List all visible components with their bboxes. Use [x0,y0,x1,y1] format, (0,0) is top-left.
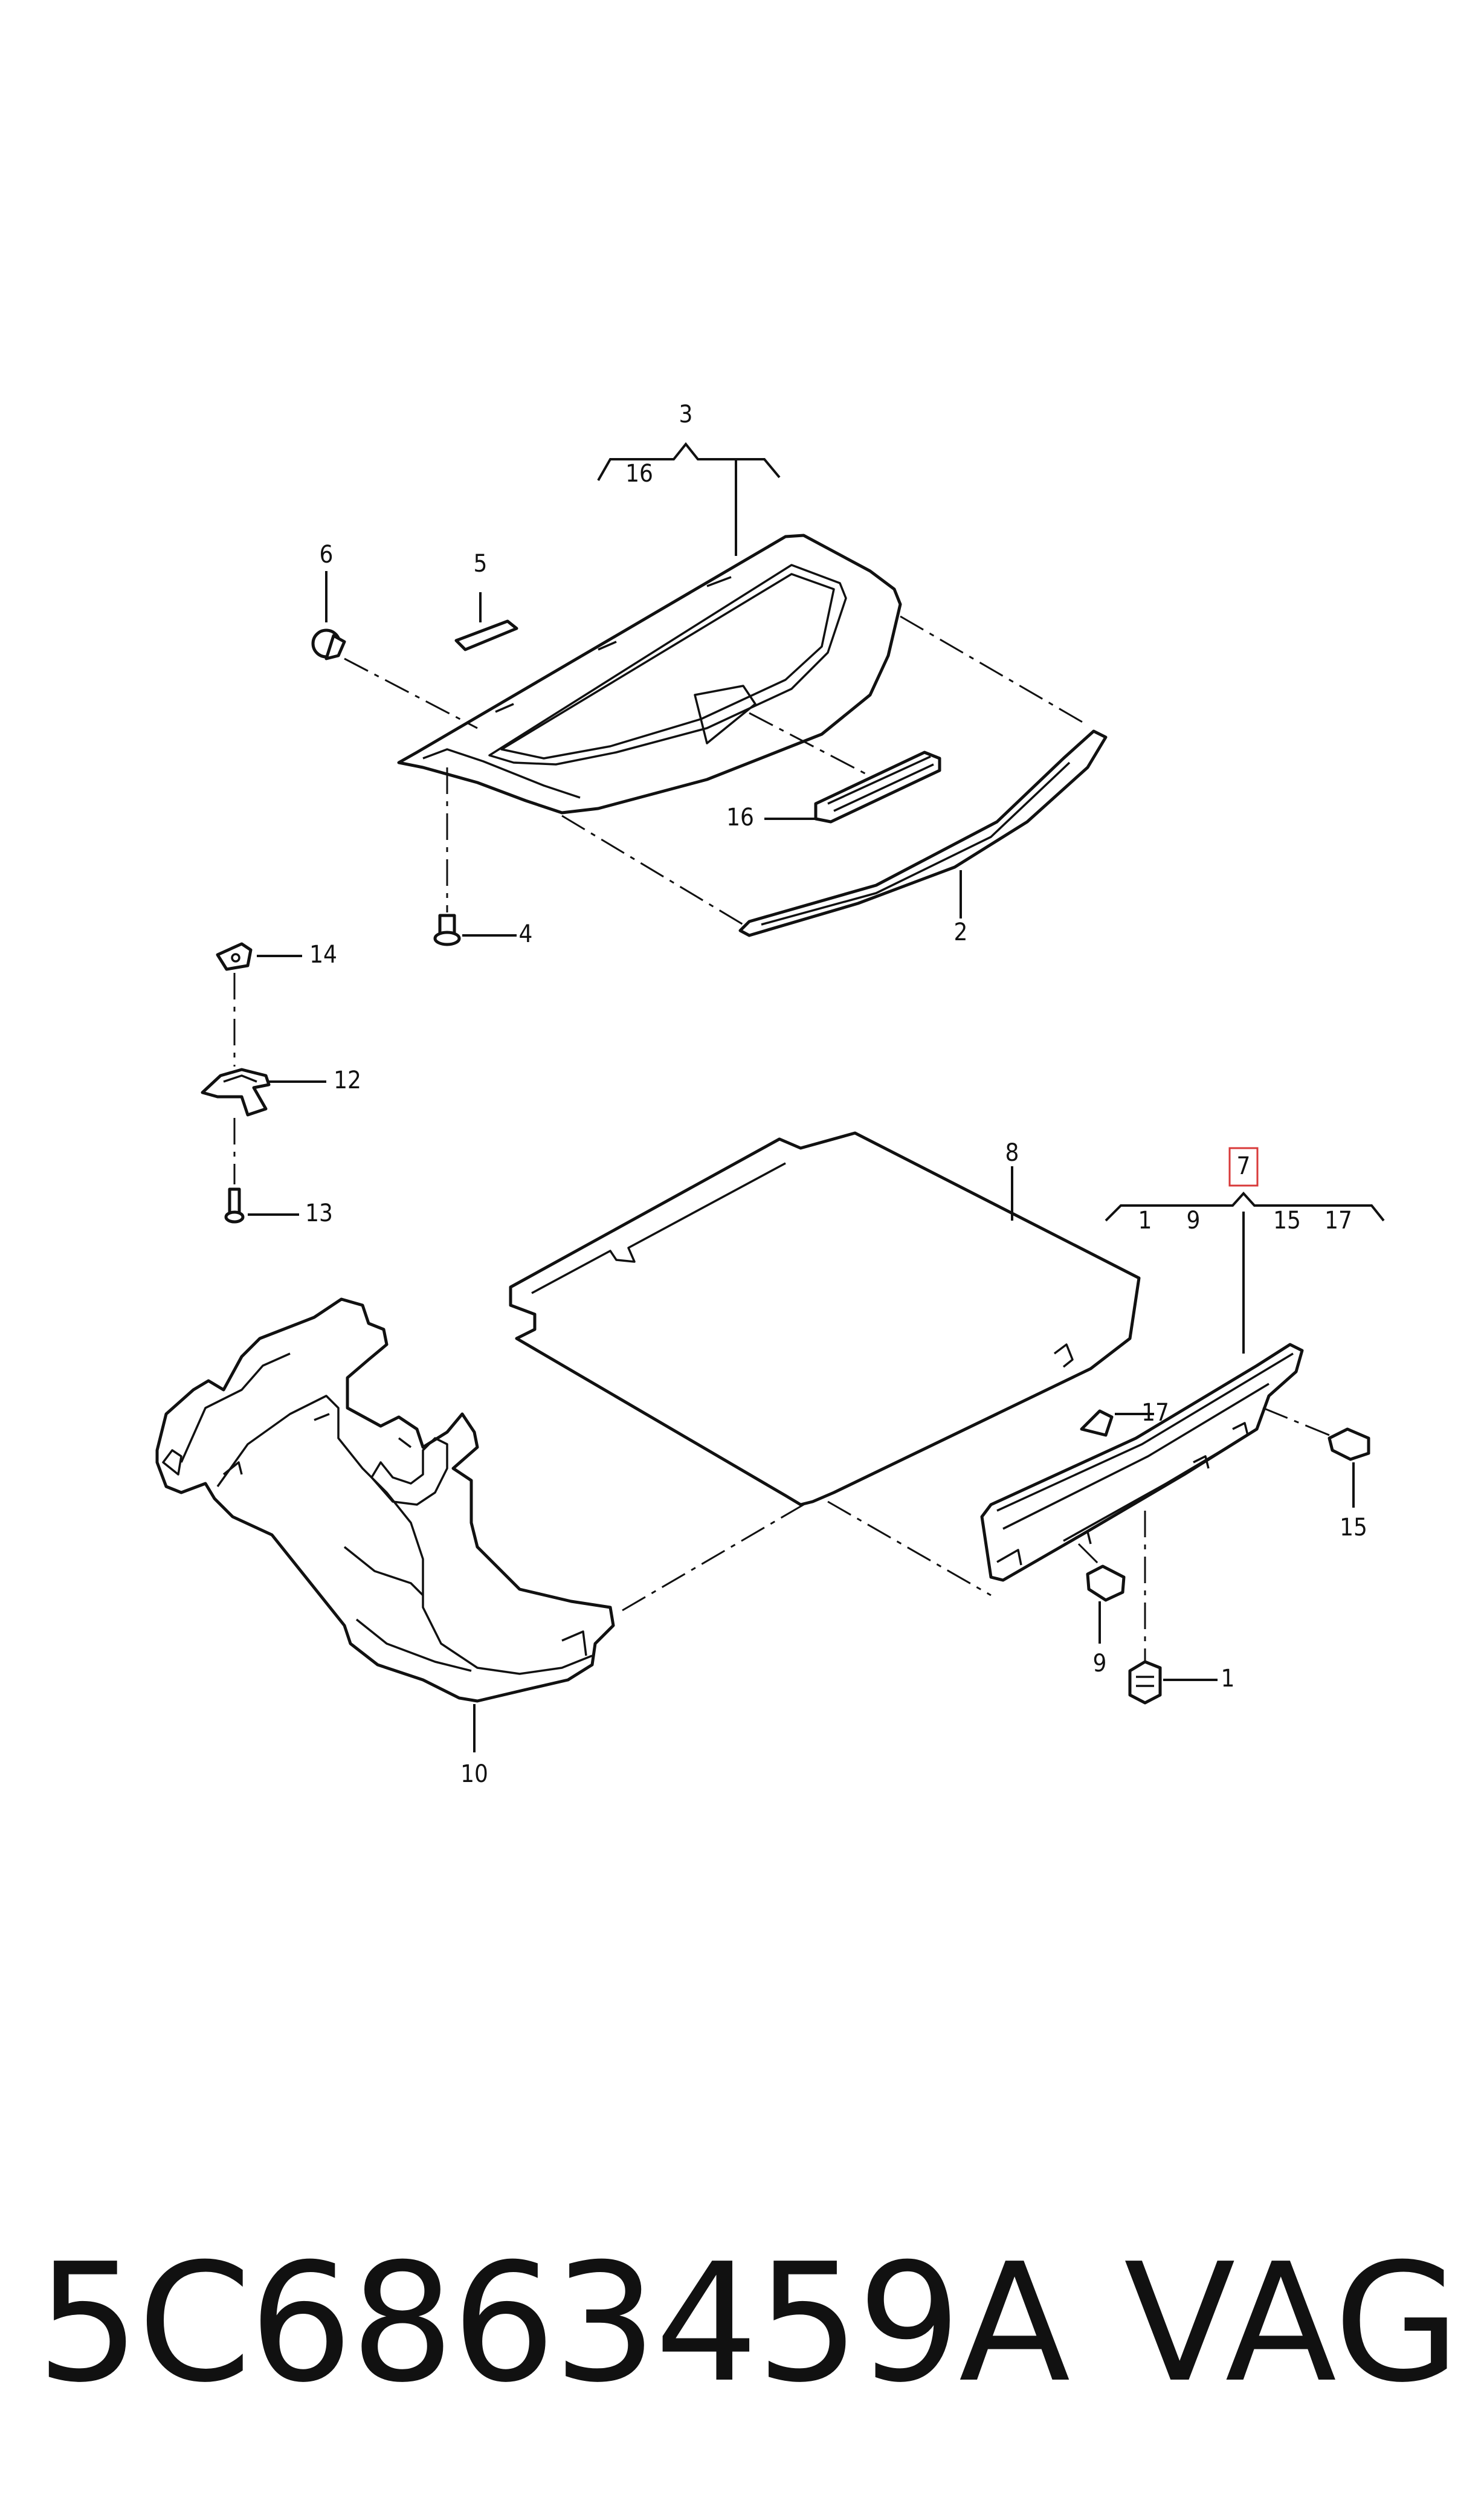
callout-8: 8 [1005,1139,1019,1167]
part-2-strip [738,729,1108,937]
part-number: 5C6863459A [36,2228,1070,2418]
callout-6: 6 [320,541,334,569]
callout-4: 4 [519,920,533,948]
callout-9: 9 [1093,1650,1107,1677]
part-9-clip [1086,1564,1126,1644]
callout-16: 16 [726,804,754,831]
callout-bracket-7 [1105,1192,1385,1354]
callout-2: 2 [954,918,968,946]
callout-5: 5 [474,550,488,578]
callout-7: 7 [1237,1152,1251,1180]
callout-3: 3 [679,401,693,428]
part-6-clip [311,571,346,660]
part-5-clip [454,592,518,651]
part-1-retainer [1128,1660,1218,1705]
part-17-pad [1080,1409,1154,1437]
callout-15: 15 [1340,1514,1367,1541]
callout-1: 1 [1221,1665,1235,1693]
callout-10: 10 [460,1760,488,1788]
callout-7-highlight [1228,1147,1259,1187]
part-4-screw [433,914,517,946]
callout-bracket-3 [597,442,781,556]
callout-17: 17 [1141,1399,1169,1427]
callout-7-sub-15: 15 [1273,1207,1301,1235]
part-7-sill-panel [980,1343,1304,1582]
part-15-clip [1328,1427,1370,1508]
callout-7-sub-17: 17 [1324,1207,1352,1235]
callout-12: 12 [334,1067,361,1094]
part-14-nut [216,942,302,971]
brand-label: VAG [1124,2228,1460,2418]
part-16-grille [764,751,941,824]
callout-14: 14 [309,941,337,969]
callout-16-bracket: 16 [625,460,653,488]
callout-7-sub-9: 9 [1187,1207,1201,1235]
parcel-shelf [397,534,902,815]
callout-13: 13 [305,1199,333,1227]
part-10-side-trim [155,1297,615,1752]
part-13-screw [224,1187,299,1224]
part-8-floor-mat [509,1131,1141,1506]
part-12-clip [201,1068,326,1117]
callout-7-sub-1: 1 [1138,1207,1152,1235]
